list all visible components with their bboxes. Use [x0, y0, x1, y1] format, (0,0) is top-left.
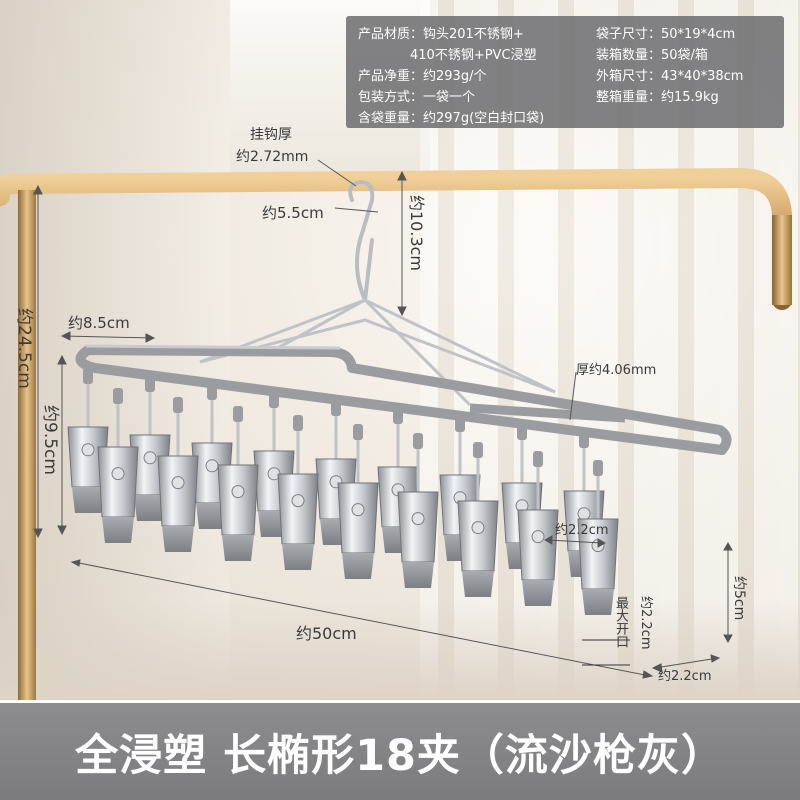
clothespin-clip	[97, 388, 139, 543]
label-clip-length: 约5cm	[731, 576, 747, 621]
spec-material: 产品材质：钩头201不锈钢+	[358, 27, 524, 42]
floor-shadow	[0, 600, 800, 700]
spec-panel: 产品材质：钩头201不锈钢+ 410不锈钢+PVC浸塑 产品净重：约293g/个…	[346, 16, 784, 128]
spec-carton-weight: 整箱重量：约15.9kg	[596, 90, 719, 105]
clothespin-clip	[457, 442, 499, 597]
label-clip-drop: 约9.5cm	[40, 405, 60, 475]
clip-row	[67, 368, 619, 615]
label-max-open-2: 约2.2cm	[638, 596, 653, 650]
oval-frame	[75, 344, 732, 455]
spec-column-right: 袋子尺寸：50*19*4cm 装箱数量：50袋/箱 外箱尺寸：43*40*38c…	[596, 24, 743, 108]
spec-packaging: 包装方式：一袋一个	[358, 90, 476, 105]
label-hook-height: 约10.3cm	[407, 195, 426, 272]
clothespin-clip	[397, 433, 439, 588]
banner-divider	[0, 700, 800, 703]
spec-material-cont: 410不锈钢+PVC浸塑	[410, 48, 537, 63]
spec-column-left: 产品材质：钩头201不锈钢+ 410不锈钢+PVC浸塑 产品净重：约293g/个…	[358, 24, 544, 129]
dimension-lines	[33, 159, 733, 679]
label-hook-thickness-2: 约2.72mm	[236, 149, 309, 165]
hanger-illustration	[0, 159, 792, 700]
hook	[348, 179, 375, 302]
label-frame-thickness: 厚约4.06mm	[576, 363, 657, 378]
spec-carton-size: 外箱尺寸：43*40*38cm	[596, 69, 744, 84]
spec-net-weight: 产品净重：约293g/个	[358, 69, 487, 84]
label-clip-width: 约2.2cm	[658, 669, 712, 684]
product-title-banner: 全浸塑 长椭形18夹（流沙枪灰）	[0, 703, 800, 800]
label-total-length: 约50cm	[296, 624, 357, 643]
spec-bag-size: 袋子尺寸：50*19*4cm	[596, 27, 736, 42]
label-max-open-1: 最大开口	[613, 596, 628, 648]
spec-box-qty: 装箱数量：50袋/箱	[596, 48, 708, 63]
label-clip-gap: 约2.2cm	[555, 523, 609, 538]
clothespin-clip	[217, 406, 259, 561]
clothespin-clip	[67, 368, 109, 513]
product-title: 全浸塑 长椭形18夹（流沙枪灰）	[75, 730, 725, 781]
clothespin-clip	[277, 415, 319, 570]
label-total-height: 约24.5cm	[14, 308, 34, 389]
label-end-width: 约8.5cm	[68, 314, 130, 332]
clothespin-clip	[157, 397, 199, 552]
clothespin-clip	[337, 424, 379, 579]
label-hook-thickness-1: 挂钩厚	[250, 127, 292, 143]
gold-rail	[0, 167, 792, 700]
spec-gross-weight: 含袋重量：约297g(空白封口袋)	[358, 111, 545, 126]
label-hook-width: 约5.5cm	[262, 204, 324, 222]
clothespin-clip	[517, 451, 559, 606]
